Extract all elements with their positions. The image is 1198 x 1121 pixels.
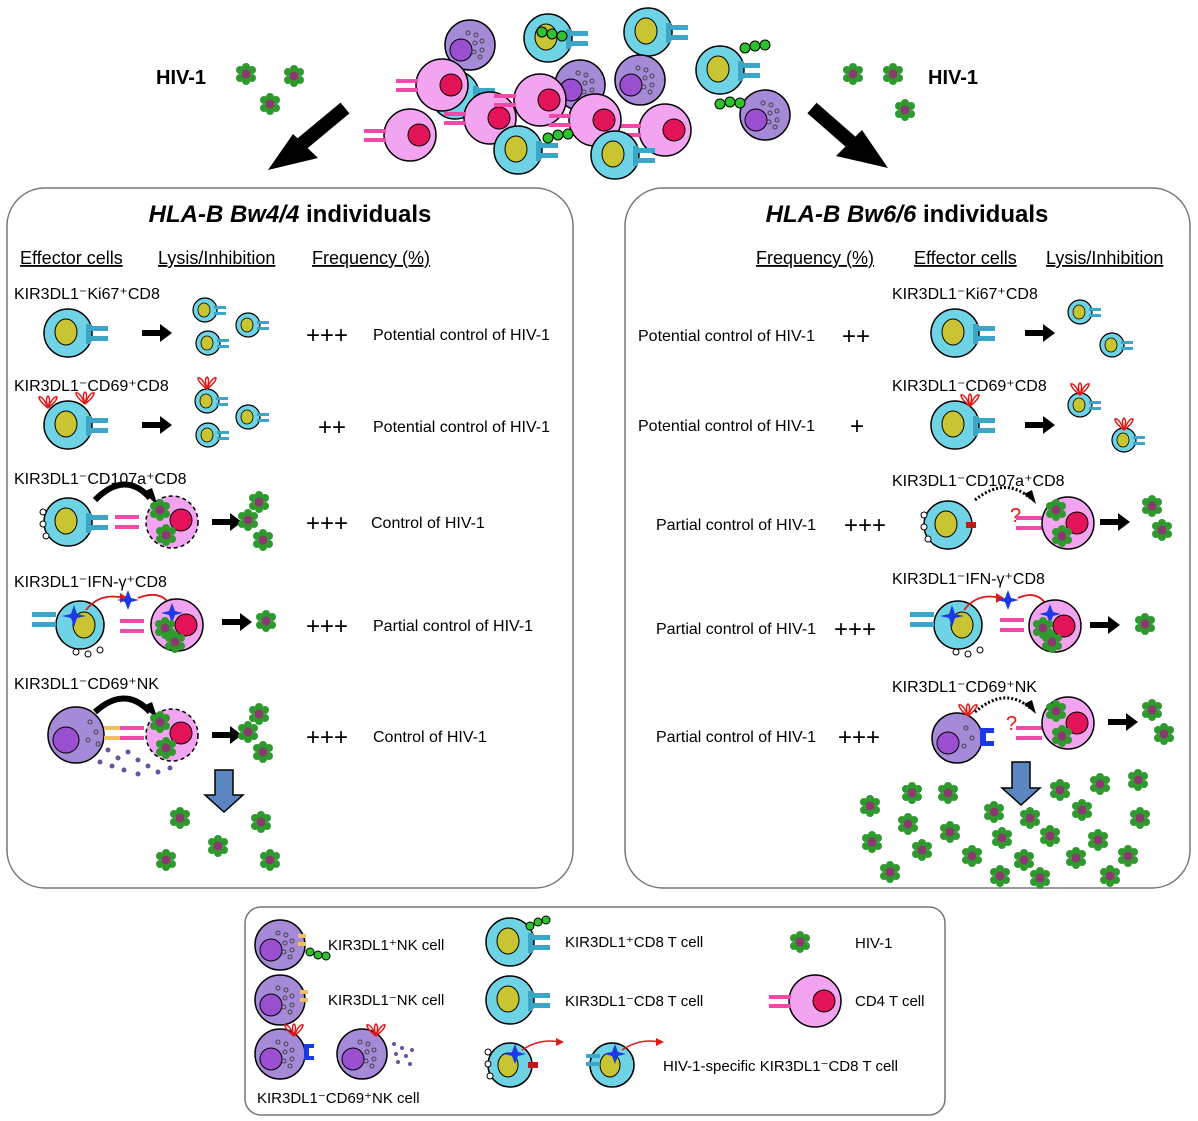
left-down-arrow xyxy=(203,769,245,814)
right-row-3-question: ? xyxy=(1010,505,1021,527)
legend-nk-neg-label: KIR3DL1⁻NK cell xyxy=(328,992,444,1009)
legend-nk-pos-label: KIR3DL1⁺NK cell xyxy=(328,937,444,954)
right-row-3-outcome: Partial control of HIV-1 xyxy=(656,517,816,534)
legend-hiv-label: HIV-1 xyxy=(855,935,893,952)
left-row-1-outcome: Potential control of HIV-1 xyxy=(373,327,550,344)
legend: KIR3DL1⁺NK cell KIR3DL1⁻NK cell KIR3DL1⁻… xyxy=(244,906,946,1116)
legend-cd8-pos-icon xyxy=(485,915,551,967)
legend-cd8-hiv-icon xyxy=(484,1038,664,1088)
left-panel-title: HLA-B Bw4/4 individuals xyxy=(149,201,432,228)
legend-cd8-pos-label: KIR3DL1⁺CD8 T cell xyxy=(565,934,703,951)
left-row-2-frequency: ++ xyxy=(318,414,346,441)
legend-cd4-label: CD4 T cell xyxy=(855,993,924,1010)
left-row-3-frequency: +++ xyxy=(306,510,348,537)
left-header-lysis: Lysis/Inhibition xyxy=(158,248,275,268)
left-row-4-outcome: Partial control of HIV-1 xyxy=(373,618,533,635)
left-row-3-label: KIR3DL1⁻CD107a⁺CD8 xyxy=(14,471,187,488)
legend-cd8-hiv-label: HIV-1-specific KIR3DL1⁻CD8 T cell xyxy=(663,1058,898,1075)
right-row-1-label: KIR3DL1⁻Ki67⁺CD8 xyxy=(892,286,1038,303)
right-panel: HLA-B Bw6/6 individuals Frequency (%) Ef… xyxy=(624,187,1191,889)
right-down-arrow xyxy=(1000,761,1042,807)
right-row-3-label: KIR3DL1⁻CD107a⁺CD8 xyxy=(892,473,1065,490)
right-row-1-outcome: Potential control of HIV-1 xyxy=(638,328,815,345)
left-row-4-frequency: +++ xyxy=(306,613,348,640)
arrow-to-right-panel xyxy=(807,102,888,168)
right-row-5-label: KIR3DL1⁻CD69⁺NK xyxy=(892,679,1037,696)
legend-cd8-neg-label: KIR3DL1⁻CD8 T cell xyxy=(565,993,703,1010)
right-row-3-frequency: +++ xyxy=(844,512,886,539)
right-row-2-outcome: Potential control of HIV-1 xyxy=(638,418,815,435)
hiv-label-left: HIV-1 xyxy=(156,67,206,89)
legend-nk-cd69-label: KIR3DL1⁻CD69⁺NK cell xyxy=(257,1090,420,1107)
legend-nk-neg-icon xyxy=(254,974,308,1026)
left-row-2-label: KIR3DL1⁻CD69⁺CD8 xyxy=(14,378,169,395)
right-panel-title: HLA-B Bw6/6 individuals xyxy=(766,201,1049,228)
top-left-viruses xyxy=(236,63,304,115)
right-row-2-frequency: + xyxy=(850,413,864,440)
right-row-5-question: ? xyxy=(1006,713,1017,735)
left-panel: HLA-B Bw4/4 individuals Effector cells L… xyxy=(6,187,574,889)
right-row-5-frequency: +++ xyxy=(838,724,880,751)
left-header-frequency: Frequency (%) xyxy=(312,248,430,268)
legend-nk-pos-icon xyxy=(254,919,331,971)
legend-nk-cd69-icon xyxy=(254,1023,414,1080)
hiv-label-right: HIV-1 xyxy=(928,67,978,89)
right-row-4-label: KIR3DL1⁻IFN-γ⁺CD8 xyxy=(892,571,1045,588)
right-row-5-outcome: Partial control of HIV-1 xyxy=(656,729,816,746)
top-right-viruses xyxy=(843,63,915,121)
right-header-lysis: Lysis/Inhibition xyxy=(1046,248,1163,268)
right-row-2-label: KIR3DL1⁻CD69⁺CD8 xyxy=(892,378,1047,395)
left-header-effector: Effector cells xyxy=(20,248,123,268)
right-header-frequency: Frequency (%) xyxy=(756,248,874,268)
right-row-4-frequency: +++ xyxy=(834,616,876,643)
left-row-1-frequency: +++ xyxy=(306,322,348,349)
left-row-4-label: KIR3DL1⁻IFN-γ⁺CD8 xyxy=(14,574,167,591)
left-row-5-label: KIR3DL1⁻CD69⁺NK xyxy=(14,676,159,693)
left-row-5-frequency: +++ xyxy=(306,724,348,751)
arrow-to-left-panel xyxy=(268,102,350,170)
left-row-2-outcome: Potential control of HIV-1 xyxy=(373,419,550,436)
left-row-5-outcome: Control of HIV-1 xyxy=(373,729,487,746)
right-header-effector: Effector cells xyxy=(914,248,1017,268)
left-row-3-outcome: Control of HIV-1 xyxy=(371,515,485,532)
right-row-1-frequency: ++ xyxy=(842,323,870,350)
top-cell-cluster xyxy=(363,7,791,180)
right-row-4-outcome: Partial control of HIV-1 xyxy=(656,621,816,638)
left-row-1-label: KIR3DL1⁻Ki67⁺CD8 xyxy=(14,286,160,303)
